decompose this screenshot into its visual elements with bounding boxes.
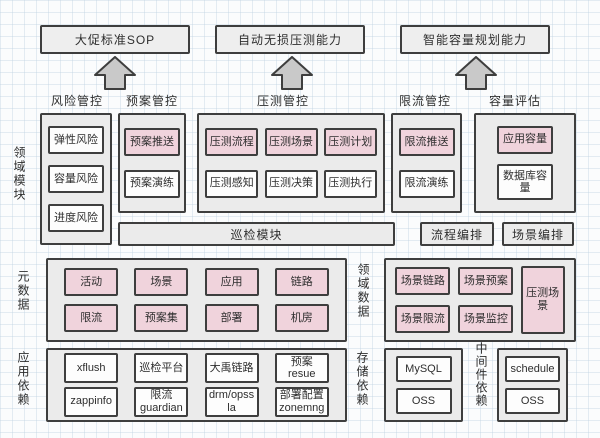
- module-box-limit-push: 限流推送: [398, 128, 455, 157]
- section-storage-dependencies: MySQL OSS: [384, 348, 463, 422]
- column-header-pressure-control: 压测管控: [256, 94, 310, 108]
- domain-data-grid: 场景链路 场景预案 场景限流 场景监控: [395, 267, 514, 333]
- module-box-pressure-plan: 压测计划: [323, 128, 377, 157]
- middleware-box-oss: OSS: [505, 388, 560, 414]
- metadata-box-deployment: 部署: [204, 304, 259, 332]
- storage-box-mysql: MySQL: [395, 356, 452, 382]
- module-box-plan-drill: 预案演练: [124, 169, 180, 198]
- module-box-limit-drill: 限流演练: [398, 169, 455, 198]
- section-app-dependencies: xflush 巡检平台 大禹链路 预案resue zappinfo 限流guar…: [46, 348, 347, 422]
- section-limit-control: 限流推送 限流演练: [391, 113, 462, 213]
- up-arrow-icon: [271, 56, 313, 90]
- module-box-pressure-sense: 压测感知: [205, 169, 259, 198]
- dependency-box-zappinfo: zappinfo: [64, 386, 119, 417]
- dependency-box-dayu-link: 大禹链路: [204, 353, 259, 384]
- module-box-db-capacity: 数据库容量: [497, 164, 553, 201]
- section-plan-control: 预案推送 预案演练: [118, 113, 186, 213]
- domain-data-box-scene-limit: 场景限流: [395, 305, 451, 333]
- section-risk-control: 弹性风险 容量风险 进度风险: [40, 113, 112, 245]
- metadata-box-activity: 活动: [64, 268, 119, 296]
- side-label-metadata: 元数据: [16, 270, 30, 312]
- module-box-progress-risk: 进度风险: [48, 204, 104, 232]
- module-box-plan-push: 预案推送: [124, 128, 180, 157]
- side-label-storage-dependencies: 存储依赖: [355, 351, 369, 407]
- column-header-risk-control: 风险管控: [50, 94, 104, 108]
- metadata-box-machine-room: 机房: [274, 304, 329, 332]
- domain-data-box-scene-plan: 场景预案: [458, 267, 514, 295]
- module-box-pressure-decision: 压测决策: [264, 169, 318, 198]
- scene-orchestration-bar: 场景编排: [502, 222, 574, 246]
- up-arrow-icon: [94, 56, 136, 90]
- column-header-plan-control: 预案管控: [125, 94, 179, 108]
- metadata-box-plan-set: 预案集: [134, 304, 189, 332]
- domain-data-box-scene-link: 场景链路: [395, 267, 451, 295]
- capability-box-sop: 大促标准SOP: [40, 25, 190, 54]
- column-header-capacity-evaluation: 容量评估: [488, 94, 542, 108]
- domain-data-box-pressure-scene: 压测场景: [520, 266, 565, 334]
- side-label-app-dependencies: 应用依赖: [16, 351, 30, 407]
- flow-orchestration-bar: 流程编排: [420, 222, 494, 246]
- section-middleware-dependencies: schedule OSS: [497, 348, 568, 422]
- side-label-domain-modules: 领域模块: [12, 146, 26, 202]
- module-box-pressure-execute: 压测执行: [323, 169, 377, 198]
- metadata-box-scene: 场景: [134, 268, 189, 296]
- capability-box-auto-pressure-test: 自动无损压测能力: [215, 25, 365, 54]
- domain-data-box-scene-monitor: 场景监控: [458, 305, 514, 333]
- dependency-box-limit-guardian: 限流guardian: [134, 386, 189, 417]
- section-capacity-evaluation: 应用容量 数据库容量: [474, 113, 576, 213]
- module-box-pressure-scene: 压测场景: [264, 128, 318, 157]
- inspection-module-bar: 巡检模块: [118, 222, 395, 246]
- dependency-box-deploy-config-zonemng: 部署配置zonemng: [274, 386, 329, 417]
- section-pressure-control: 压测流程 压测场景 压测计划 压测感知 压测决策 压测执行: [197, 113, 385, 213]
- dependency-box-xflush: xflush: [64, 353, 119, 384]
- section-metadata: 活动 场景 应用 链路 限流 预案集 部署 机房: [46, 258, 347, 342]
- side-label-middleware-dependencies: 中间件依赖: [474, 342, 488, 407]
- module-box-elastic-risk: 弹性风险: [48, 126, 104, 154]
- dependency-box-inspection-platform: 巡检平台: [134, 353, 189, 384]
- module-box-app-capacity: 应用容量: [497, 125, 553, 154]
- metadata-box-link: 链路: [274, 268, 329, 296]
- dependency-box-drm-opssla: drm/opssla: [204, 386, 259, 417]
- module-box-pressure-flow: 压测流程: [205, 128, 259, 157]
- capability-box-smart-capacity-planning: 智能容量规划能力: [400, 25, 550, 54]
- metadata-box-application: 应用: [204, 268, 259, 296]
- module-box-capacity-risk: 容量风险: [48, 165, 104, 193]
- storage-box-oss: OSS: [395, 388, 452, 414]
- up-arrow-icon: [455, 56, 497, 90]
- section-domain-data: 场景链路 场景预案 场景限流 场景监控 压测场景: [384, 258, 576, 342]
- dependency-box-plan-resue: 预案resue: [274, 353, 329, 384]
- middleware-box-schedule: schedule: [505, 356, 560, 382]
- metadata-box-rate-limit: 限流: [64, 304, 119, 332]
- column-header-limit-control: 限流管控: [398, 94, 452, 108]
- side-label-domain-data: 领域数据: [356, 263, 370, 319]
